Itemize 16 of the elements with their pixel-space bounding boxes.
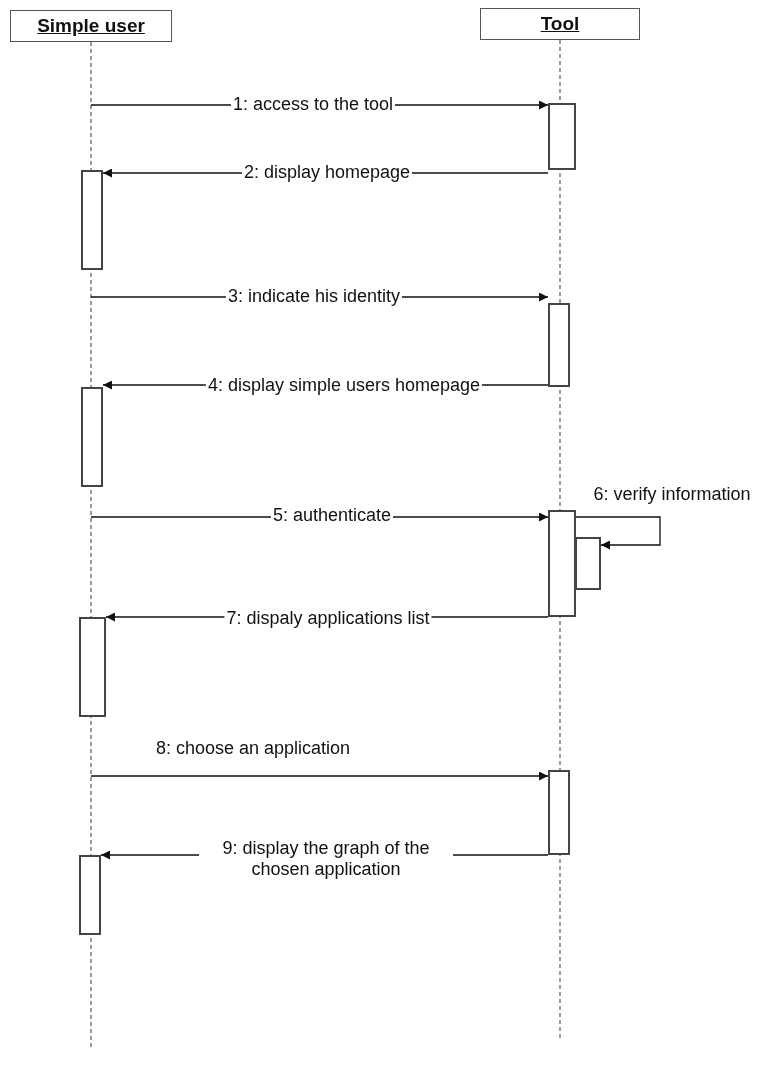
activation-bar bbox=[548, 103, 576, 170]
activation-bar bbox=[81, 170, 103, 270]
participant-name: Simple user bbox=[37, 15, 145, 37]
participant-name: Tool bbox=[540, 13, 580, 35]
activation-bar bbox=[79, 855, 101, 935]
message-arrow bbox=[90, 771, 549, 781]
message-arrow bbox=[575, 516, 661, 550]
activation-bar bbox=[548, 770, 570, 855]
edge-label: 9: display the graph of the chosen application bbox=[199, 838, 453, 880]
participant-box bbox=[10, 10, 172, 42]
activation-bar bbox=[79, 617, 106, 717]
activation-bar bbox=[81, 387, 103, 487]
activation-bar bbox=[548, 303, 570, 387]
activation-bar bbox=[548, 510, 576, 617]
participant-box bbox=[480, 8, 640, 40]
activation-bar bbox=[575, 537, 601, 590]
